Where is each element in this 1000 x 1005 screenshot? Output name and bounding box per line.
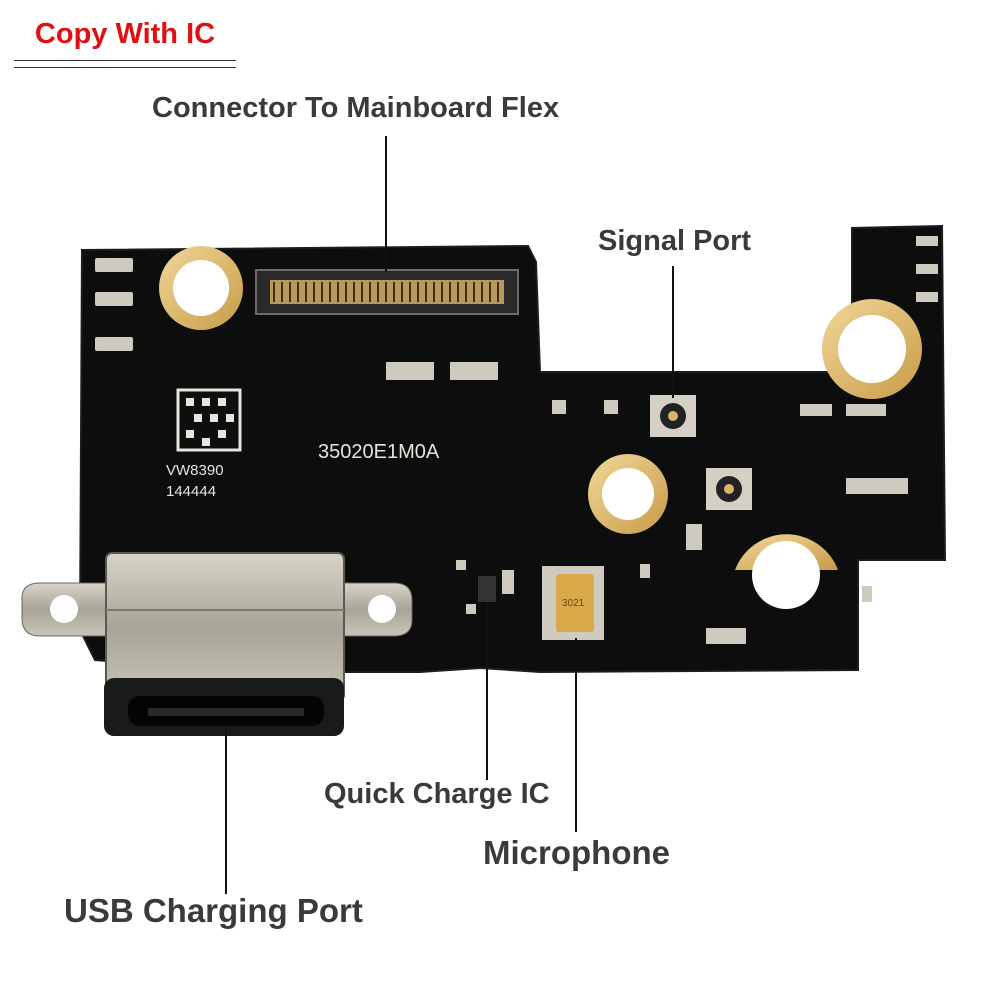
quick-charge-ic-chip [478, 576, 496, 602]
smd-components [95, 236, 938, 644]
badge-underline [14, 60, 236, 61]
microphone-marking: 3021 [562, 598, 585, 609]
data-matrix-code [176, 388, 242, 452]
label-connector: Connector To Mainboard Flex [152, 92, 560, 124]
label-microphone: Microphone [483, 834, 670, 871]
label-quick-charge-ic: Quick Charge IC [324, 778, 550, 810]
board-code-line2: 144444 [166, 483, 216, 500]
copy-with-ic-badge: Copy With IC [14, 10, 236, 68]
badge-text: Copy With IC [34, 18, 216, 50]
label-usb-port: USB Charging Port [64, 892, 363, 929]
mounting-holes [159, 246, 922, 609]
label-signal-port: Signal Port [598, 225, 752, 257]
signal-port-connectors [650, 395, 752, 510]
board-connector [255, 269, 519, 315]
board-code-line1: VW8390 [166, 462, 224, 479]
callout-lines [225, 136, 674, 894]
part-number: 35020E1M0A [318, 441, 440, 463]
usb-charging-port [21, 552, 413, 736]
microphone-component: 3021 [542, 566, 604, 640]
